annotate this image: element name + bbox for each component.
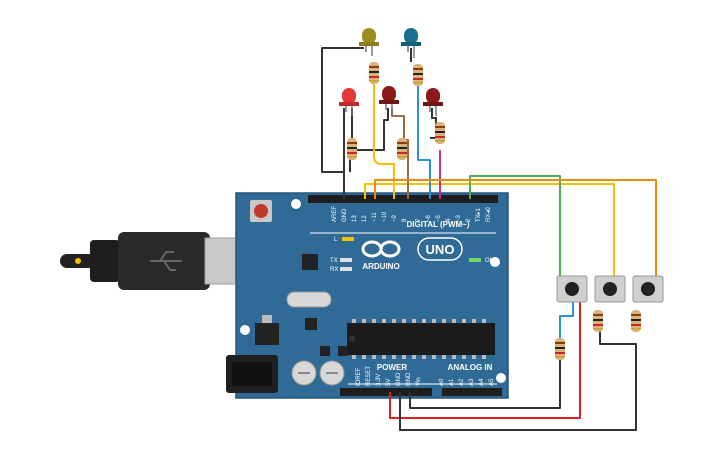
- pin-label: A5: [489, 378, 495, 386]
- wire-yellow-led: [373, 82, 395, 199]
- pin-label: ~9: [392, 214, 398, 222]
- resistor: [435, 122, 445, 144]
- analog-header: [442, 388, 502, 396]
- pin-label: ~11: [372, 212, 378, 222]
- wire-5v: [389, 300, 581, 419]
- led-yellow[interactable]: [359, 28, 379, 56]
- wire-gnd-2: [399, 330, 637, 431]
- pin-label: GND: [396, 372, 402, 386]
- led-red[interactable]: [339, 88, 359, 116]
- resistor: [631, 310, 641, 332]
- pin-label: RX◂0: [486, 207, 492, 222]
- pin-label: A2: [459, 378, 465, 386]
- led-darkred-2[interactable]: [423, 88, 443, 116]
- digital-header: [308, 195, 498, 203]
- pin-label: Vin: [416, 377, 422, 386]
- pin-label: 12: [362, 215, 368, 222]
- pin-label: 8: [402, 218, 408, 222]
- push-button-1[interactable]: [556, 275, 588, 303]
- analog-header-label: ANALOG IN: [448, 363, 493, 372]
- led-blue[interactable]: [401, 28, 421, 58]
- wire-green: [469, 175, 561, 280]
- tx-label: TX: [330, 258, 338, 264]
- resistor: [347, 138, 357, 160]
- wire-ground-yellow-led: [321, 47, 364, 199]
- push-button-2[interactable]: [594, 275, 626, 303]
- wire-orange: [374, 179, 657, 280]
- resistors[interactable]: [347, 62, 641, 360]
- resistor: [413, 64, 423, 86]
- pin-label: 4: [446, 218, 452, 222]
- wire-blue-button: [559, 300, 574, 340]
- uno-label: UNO: [426, 242, 455, 257]
- pin-label: 3.3V: [376, 374, 382, 386]
- power-header-label: POWER: [377, 363, 407, 372]
- arduino-brand: ARDUINO: [362, 262, 399, 271]
- microcontroller-chip: [347, 323, 495, 355]
- power-header: [340, 388, 432, 396]
- pin-label: RESET: [366, 366, 372, 386]
- digital-header-label: DIGITAL (PWM~): [406, 220, 469, 229]
- pin-label: ~3: [456, 214, 462, 222]
- pin-label: A0: [439, 378, 445, 386]
- push-button-3[interactable]: [632, 275, 664, 303]
- power-pin-labels: IOREF RESET 3.3V 5V GND GND Vin: [356, 366, 422, 386]
- pin-label: GND: [406, 372, 412, 386]
- pin-label: 13: [352, 215, 358, 222]
- resistor: [593, 310, 603, 332]
- digital-pin-labels: AREF GND 13 12 ~11 ~10 ~9 8 7 ~6 ~5 4 ~3…: [332, 206, 492, 222]
- wire-gnd: [409, 360, 561, 409]
- pin-label: A1: [449, 378, 455, 386]
- pin-label: GND: [342, 208, 348, 222]
- pin-label: ~10: [382, 211, 388, 222]
- pin-label: A3: [469, 378, 475, 386]
- usb-icon: [150, 251, 182, 271]
- pin-label: ~5: [436, 214, 442, 222]
- pin-label: TX▸1: [476, 207, 482, 222]
- wire-brown: [391, 108, 409, 199]
- pin-label: 5V: [386, 379, 392, 386]
- arduino-board[interactable]: UNO ARDUINO DIGITAL (PWM~) POWER ANALOG …: [226, 192, 509, 399]
- pin-label: 7: [416, 218, 422, 222]
- pin-label: AREF: [332, 206, 338, 222]
- rx-label: RX: [330, 267, 338, 273]
- arduino-infinity-logo: [361, 240, 401, 258]
- pin-label: IOREF: [356, 367, 362, 386]
- led-darkred-1[interactable]: [379, 86, 399, 114]
- usb-cable: [60, 232, 246, 290]
- analog-pin-labels: A0 A1 A2 A3 A4 A5: [439, 378, 495, 386]
- resistor: [555, 338, 565, 360]
- pin-label: ~6: [426, 214, 432, 222]
- wire-yellow-long: [364, 183, 615, 280]
- resistor: [369, 62, 379, 84]
- pin-label: A4: [479, 378, 485, 386]
- l-label: L: [334, 237, 338, 243]
- wire-ground-darkred2: [430, 108, 437, 139]
- pin-label: 2: [466, 218, 472, 222]
- on-label: ON: [485, 258, 494, 264]
- resistor: [397, 138, 407, 160]
